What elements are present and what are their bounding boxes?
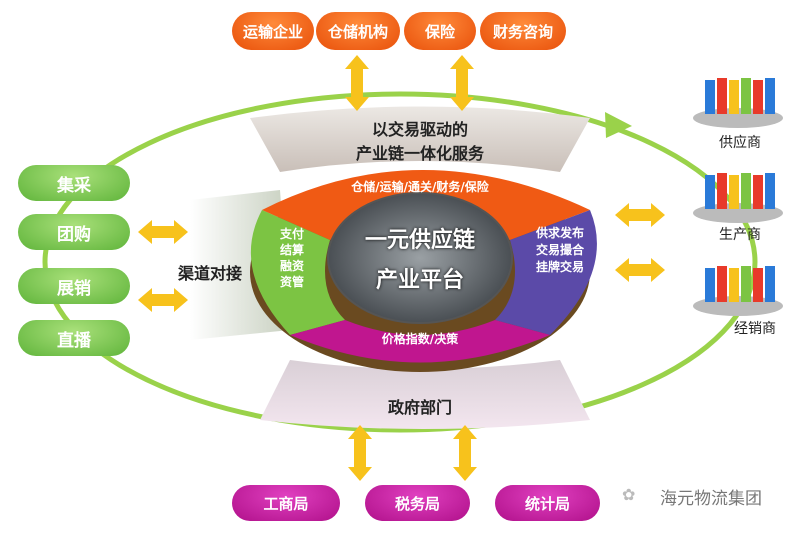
double-arrows <box>138 55 665 481</box>
government-label: 政府部门 <box>387 398 452 417</box>
channel-livestream: 直播 <box>18 320 130 356</box>
participant-supplier: 供应商 <box>719 135 761 151</box>
partner-insurance: 保险 <box>404 12 476 50</box>
channel-exhibition: 展销 <box>18 268 130 304</box>
top-service-line1: 以交易驱动的 <box>371 120 468 139</box>
platform-title-1: 一元供应链 <box>364 228 475 253</box>
ring-arrowhead <box>605 112 632 138</box>
partner-transport: 运输企业 <box>232 12 314 50</box>
participant-distributor: 经销商 <box>734 321 776 337</box>
segment-left <box>250 210 345 335</box>
partner-warehouse: 仓储机构 <box>316 12 400 50</box>
platform-image <box>327 192 513 324</box>
right-item: 挂牌交易 <box>535 260 584 274</box>
wechat-icon: ✿ <box>622 485 636 504</box>
left-item: 融资 <box>279 259 304 273</box>
left-item: 资管 <box>279 275 304 289</box>
people-icons <box>693 78 783 316</box>
left-item: 结算 <box>279 243 304 257</box>
segment-bottom-label: 价格指数/决策 <box>381 332 459 346</box>
channel-label: 渠道对接 <box>177 264 242 283</box>
segment-bottom <box>290 320 550 363</box>
participant-producer: 生产商 <box>719 227 761 243</box>
segment-left-label: 支付 结算 融资 资管 <box>272 226 312 290</box>
government-band <box>260 360 590 429</box>
left-item: 支付 <box>279 227 304 241</box>
agency-tax: 税务局 <box>365 485 470 521</box>
channel-group-buy: 集采 <box>18 165 130 201</box>
segment-top-label: 仓储/运输/通关/财务/保险 <box>351 180 489 194</box>
segment-right <box>495 210 597 335</box>
top-service-line2: 产业链一体化服务 <box>355 144 484 163</box>
segment-right-label: 供求发布 交易撮合 挂牌交易 <box>525 225 595 276</box>
agency-statistics: 统计局 <box>495 485 600 521</box>
right-item: 供求发布 <box>535 226 584 240</box>
watermark: 海元物流集团 <box>660 489 762 509</box>
platform-title-2: 产业平台 <box>375 268 464 293</box>
cycle-ring <box>42 91 758 433</box>
agency-commerce: 工商局 <box>232 485 340 521</box>
partner-finance: 财务咨询 <box>480 12 566 50</box>
top-service-band <box>250 106 590 172</box>
channel-team-buy: 团购 <box>18 214 130 250</box>
right-item: 交易撮合 <box>535 243 584 257</box>
